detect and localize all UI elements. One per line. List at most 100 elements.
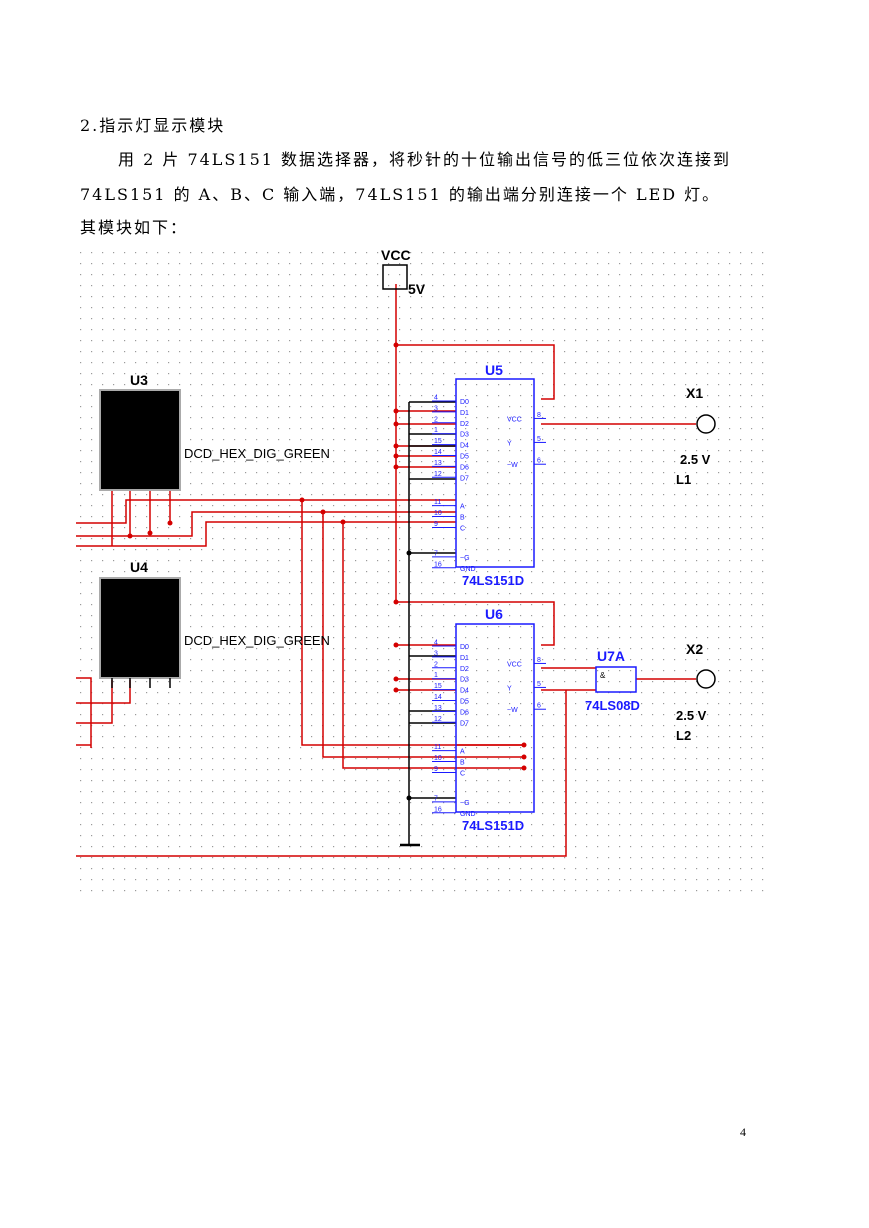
mux-pin-name: VCC	[507, 661, 522, 668]
mux-pin-number: 15	[434, 438, 442, 445]
probe-x1: X1 2.5 V L1	[676, 385, 716, 487]
paragraph-line-2: 74LS151 的 A、B、C 输入端，74LS151 的输出端分别连接一个 L…	[80, 185, 721, 204]
mux-pin-name: ~W	[507, 462, 518, 469]
mux-pin-name: D1	[460, 410, 469, 417]
mux-pin-number: 6	[537, 458, 541, 465]
display-u3-ref: U3	[130, 372, 148, 388]
mux-pin-name: C	[460, 770, 465, 777]
mux-pin-number: 12	[434, 716, 442, 723]
mux-pin-number: 10	[434, 755, 442, 762]
display-u4-ref: U4	[130, 559, 148, 575]
mux-pin-name: D6	[460, 709, 469, 716]
mux-pin-name: D5	[460, 699, 469, 706]
probe-x2-ref: X2	[686, 641, 703, 657]
mux-pin-number: 16	[434, 806, 442, 813]
junction-dots	[127, 342, 527, 801]
mux-pin-number: 11	[434, 744, 441, 751]
mux-pin-number: 13	[434, 705, 442, 712]
mux-pin-name: ~W	[507, 707, 518, 714]
mux-u6-part: 74LS151D	[462, 818, 524, 833]
mux-pin-name: D0	[460, 399, 469, 406]
probe-x1-name: L1	[676, 472, 691, 487]
mux-pin-name: D2	[460, 421, 469, 428]
mux-pin-number: 15	[434, 683, 442, 690]
mux-pin-number: 2	[434, 416, 438, 423]
mux-pin-number: 14	[434, 449, 442, 456]
circuit-schematic: VCC 5V U3 DCD_HEX_DIG_GREEN U4 DCD_HEX_D…	[76, 248, 766, 893]
mux-pin-number: 4	[434, 640, 438, 647]
mux-pin-name: GND	[460, 811, 476, 818]
mux-pin-number: 8	[537, 412, 541, 419]
mux-pin-name: D7	[460, 720, 469, 727]
mux-pin-name: D3	[460, 432, 469, 439]
mux-pin-name: ~G	[460, 555, 470, 562]
mux-pin-name: D7	[460, 475, 469, 482]
and-gate-symbol: &	[600, 671, 606, 680]
mux-pin-name: D2	[460, 666, 469, 673]
mux-pin-number: 2	[434, 661, 438, 668]
mux-pin-name: D4	[460, 688, 469, 695]
vcc-source: VCC 5V	[381, 248, 426, 297]
mux-pin-number: 11	[434, 499, 441, 506]
mux-pin-number: 12	[434, 471, 442, 478]
probe-x2: X2 2.5 V L2	[676, 641, 716, 743]
and-gate-u7a: U7A & 74LS08D	[585, 648, 640, 713]
display-u4-part: DCD_HEX_DIG_GREEN	[184, 633, 330, 648]
mux-pin-number: 4	[434, 395, 438, 402]
mux-pin-number: 7	[434, 550, 438, 557]
mux-pin-number: 9	[434, 766, 438, 773]
mux-pin-name: A	[460, 504, 465, 511]
mux-pin-name: D1	[460, 655, 469, 662]
mux-pin-number: 9	[434, 521, 438, 528]
vcc-label: VCC	[381, 248, 411, 263]
mux-pin-number: 1	[434, 672, 438, 679]
mux-u6-ref: U6	[485, 606, 503, 622]
probe-x1-ref: X1	[686, 385, 703, 401]
probe-x1-voltage: 2.5 V	[680, 452, 711, 467]
mux-pin-name: B	[460, 760, 465, 767]
mux-pin-name: D4	[460, 443, 469, 450]
display-u3: U3 DCD_HEX_DIG_GREEN	[99, 372, 330, 491]
vcc-value: 5V	[408, 281, 426, 297]
mux-pin-name: D5	[460, 454, 469, 461]
probe-x2-name: L2	[676, 728, 691, 743]
mux-pin-name: Y	[507, 440, 512, 447]
mux-pin-name: Y	[507, 685, 512, 692]
mux-pin-name: D3	[460, 677, 469, 684]
figure-caption: 其模块如下：	[80, 218, 189, 237]
display-u4: U4 DCD_HEX_DIG_GREEN	[99, 559, 330, 688]
mux-pin-number: 6	[537, 703, 541, 710]
mux-pin-name: A	[460, 749, 465, 756]
mux-pin-number: 13	[434, 460, 442, 467]
mux-pin-name: VCC	[507, 416, 522, 423]
mux-pin-number: 10	[434, 510, 442, 517]
mux-pin-number: 7	[434, 795, 438, 802]
mux-pin-name: B	[460, 515, 465, 522]
mux-pin-number: 5	[537, 681, 541, 688]
grid-background	[76, 248, 766, 893]
section-heading: 2.指示灯显示模块	[80, 116, 226, 135]
mux-pin-number: 3	[434, 405, 438, 412]
mux-pin-number: 16	[434, 561, 442, 568]
mux-pin-number: 1	[434, 427, 438, 434]
mux-pin-name: C	[460, 525, 465, 532]
mux-pin-number: 3	[434, 650, 438, 657]
mux-u5-ref: U5	[485, 362, 503, 378]
page-number: 4	[740, 1125, 746, 1139]
mux-u5-part: 74LS151D	[462, 573, 524, 588]
paragraph-line-1: 用 2 片 74LS151 数据选择器，将秒针的十位输出信号的低三位依次连接到	[118, 150, 732, 169]
mux-pin-number: 5	[537, 436, 541, 443]
mux-pin-name: ~G	[460, 800, 470, 807]
mux-pin-name: GND	[460, 566, 476, 573]
mux-pin-name: D0	[460, 644, 469, 651]
mux-pin-number: 14	[434, 694, 442, 701]
display-u3-part: DCD_HEX_DIG_GREEN	[184, 446, 330, 461]
and-gate-ref: U7A	[597, 648, 625, 664]
mux-pin-name: D6	[460, 464, 469, 471]
mux-pin-number: 8	[537, 657, 541, 664]
probe-x2-voltage: 2.5 V	[676, 708, 707, 723]
